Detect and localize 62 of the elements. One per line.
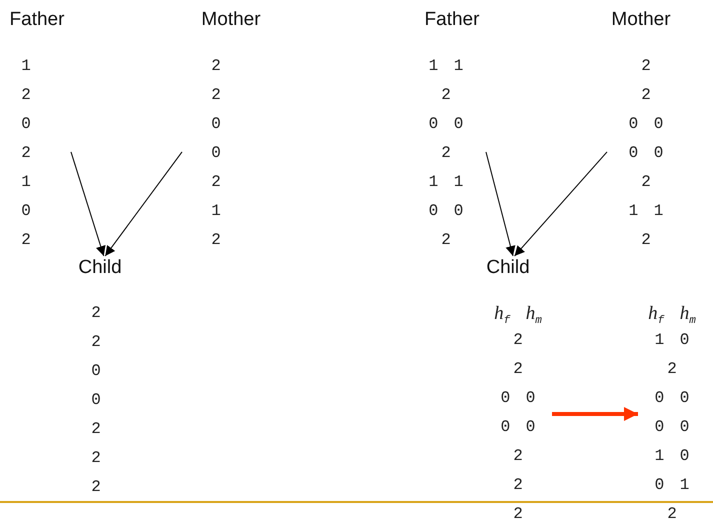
genotype-value: 0 0 (428, 114, 464, 135)
arrow (70, 151, 106, 256)
genotype-value: 2 (641, 230, 651, 251)
column-heading: Mother (201, 8, 261, 32)
genotype-value: 2 (21, 230, 31, 251)
column-heading: Mother (611, 8, 671, 32)
genotype-value: 0 (21, 114, 31, 135)
genotype-value: 0 0 (628, 143, 664, 164)
genotype-value: 1 0 (654, 330, 690, 351)
genotype-value: 0 (91, 361, 101, 382)
genotype-value: 0 0 (654, 388, 690, 409)
genotype-value: 0 0 (628, 114, 664, 135)
arrow (486, 151, 516, 256)
genotype-value: 2 (513, 330, 523, 351)
genotype-value: 0 1 (654, 475, 690, 496)
genotype-value: 2 (211, 85, 221, 106)
genotype-value: 2 (667, 359, 677, 380)
genotype-value: 1 (21, 172, 31, 193)
genotype-value: 2 (211, 172, 221, 193)
genotype-value: 2 (513, 359, 523, 380)
genotype-value: 1 (21, 56, 31, 77)
genotype-value: 2 (91, 419, 101, 440)
genotype-value: 2 (513, 446, 523, 467)
genotype-value: 2 (641, 56, 651, 77)
genotype-value: 1 1 (628, 201, 664, 222)
genotype-value: 1 1 (428, 56, 464, 77)
column-heading: Child (78, 256, 122, 280)
genotype-value: 2 (667, 504, 677, 525)
genotype-value: 2 (441, 230, 451, 251)
genotype-value: 0 0 (428, 201, 464, 222)
genotype-value: 1 (211, 201, 221, 222)
genotype-value: 1 1 (428, 172, 464, 193)
genotype-value: 2 (513, 504, 523, 525)
column-heading: Father (424, 8, 480, 32)
genotype-value: 2 (513, 475, 523, 496)
genotype-value: 0 (21, 201, 31, 222)
genotype-value: 2 (211, 56, 221, 77)
arrow (514, 151, 608, 256)
genotype-value: 0 (91, 390, 101, 411)
genotype-value: 2 (91, 448, 101, 469)
column-heading: Father (10, 8, 64, 32)
arrow (552, 407, 638, 421)
genotype-value: 2 (441, 85, 451, 106)
genotype-value: 0 0 (654, 417, 690, 438)
haplotype-symbols: h$_{f}$ h$_{m}$ (648, 303, 696, 330)
genotype-value: 2 (641, 172, 651, 193)
genotype-value: 0 (211, 114, 221, 135)
genotype-value: 2 (91, 477, 101, 498)
genotype-value: 2 (441, 143, 451, 164)
genotype-value: 0 0 (500, 417, 536, 438)
genotype-value: 2 (21, 85, 31, 106)
genotype-value: 2 (91, 332, 101, 353)
genotype-value: 0 (211, 143, 221, 164)
column-heading: Child (486, 256, 530, 280)
arrow (104, 151, 182, 256)
genotype-value: 2 (91, 303, 101, 324)
genotype-value: 2 (211, 230, 221, 251)
genotype-value: 2 (21, 143, 31, 164)
haplotype-symbols: h$_{f}$ h$_{m}$ (494, 303, 542, 330)
genotype-value: 0 0 (500, 388, 536, 409)
genotype-value: 1 0 (654, 446, 690, 467)
genotype-value: 2 (641, 85, 651, 106)
